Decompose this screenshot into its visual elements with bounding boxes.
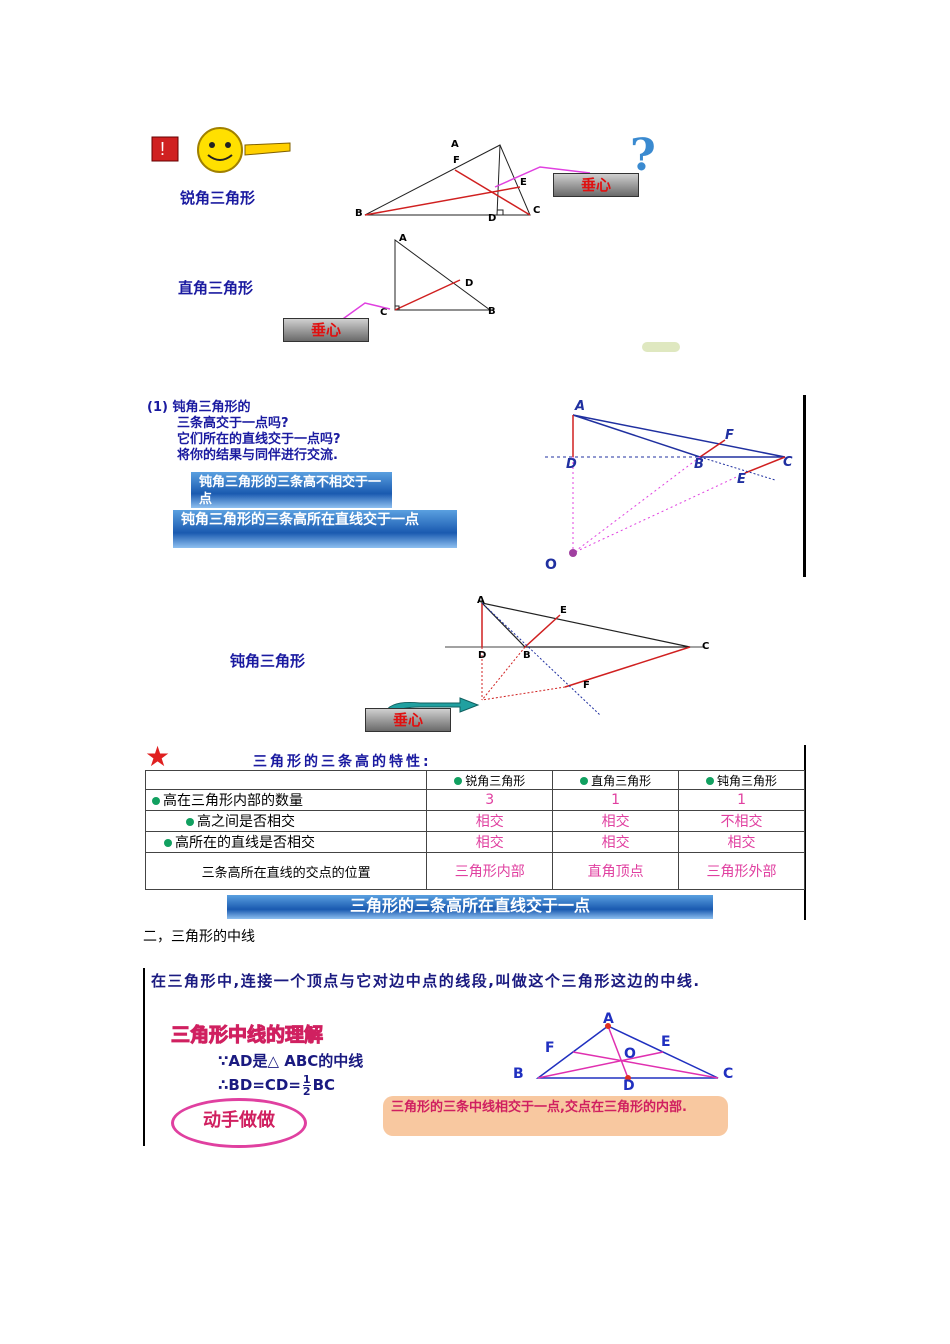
median-point-e: E [661, 1034, 671, 1050]
smiley-hand-icon: ! [151, 127, 291, 173]
median-point-a: A [603, 1011, 614, 1027]
section-acute-right: ! 锐角三角形 A F E B D C 垂心 ? 直角三角形 A D C B 垂… [145, 125, 705, 355]
obtuse1-point-o: O [545, 557, 557, 573]
median-line-1: ∵AD是△ ABC的中线 [218, 1052, 364, 1070]
last-row-label: 三条高所在直线的交点的位置 [144, 852, 428, 890]
table-row: 三条高所在直线的交点的位置 三角形内部 直角顶点 三角形外部 [144, 852, 805, 890]
obtuse2-point-b: B [523, 650, 531, 661]
acute-point-c: C [533, 205, 541, 216]
table-row: 高所在的直线是否相交 相交 相交 相交 [144, 831, 805, 853]
median-definition: 在三角形中,连接一个顶点与它对边中点的线段,叫做这个三角形这边的中线. [151, 972, 701, 990]
obtuse1-point-c: C [783, 455, 793, 470]
acute-triangle-diagram [364, 144, 531, 216]
acute-point-b: B [355, 208, 363, 219]
question-mark-icon: ? [630, 130, 656, 181]
table-row: 高在三角形内部的数量 3 1 1 [144, 789, 805, 811]
acute-point-f: F [453, 155, 460, 166]
acute-point-a: A [451, 139, 459, 150]
line2-suffix: BC [312, 1076, 336, 1094]
fraction-denominator: 2 [302, 1085, 311, 1098]
orthocenter-label-acute: 垂心 [553, 173, 639, 197]
star-icon: ★ [145, 740, 171, 773]
obtuse1-point-a: A [575, 399, 586, 414]
question-line-3: 它们所在的直线交于一点吗? [177, 432, 341, 447]
obtuse2-point-e: E [560, 605, 567, 616]
header-acute: 锐角三角形 [465, 773, 526, 788]
median-point-c: C [723, 1066, 734, 1082]
row-label: 高在三角形内部的数量 [163, 793, 303, 809]
acute-point-d: D [488, 213, 497, 224]
obtuse1-point-f: F [725, 428, 734, 443]
table-cell: 相交 [426, 810, 554, 832]
small-decor-icon [642, 342, 680, 352]
row-label: 高之间是否相交 [197, 814, 295, 830]
median-point-f: F [545, 1040, 555, 1056]
table-cell: 相交 [552, 810, 680, 832]
pointer-line [494, 166, 591, 188]
obtuse1-point-d: D [566, 457, 577, 472]
table-summary-banner: 三角形的三条高所在直线交于一点 [227, 895, 713, 919]
header-obtuse: 钝角三角形 [717, 773, 778, 788]
median-point-b: B [513, 1066, 524, 1082]
altitude-table: 锐角三角形 直角三角形 钝角三角形 高在三角形内部的数量 3 1 1 高之间是否… [144, 770, 805, 890]
obtuse1-point-b: B [694, 457, 704, 472]
obtuse1-point-e: E [737, 472, 746, 487]
obtuse2-point-d: D [478, 650, 487, 661]
section-obtuse-orthocenter: 钝角三角形 A E D B C F 垂心 [145, 595, 807, 740]
question-line-4: 将你的结果与同伴进行交流. [177, 448, 338, 463]
acute-point-e: E [520, 177, 527, 188]
table-cell: 相交 [552, 831, 680, 853]
orthocenter-label-obtuse: 垂心 [365, 708, 451, 732]
line2-prefix: ∴BD=CD= [218, 1076, 301, 1094]
header-right: 直角三角形 [591, 773, 652, 788]
right-triangle-label: 直角三角形 [178, 279, 254, 297]
right-triangle-diagram [394, 239, 492, 311]
table-cell: 相交 [426, 831, 554, 853]
table-cell: 不相交 [678, 810, 805, 832]
section-altitude-table: ★ 三角形的三条高的特性: 锐角三角形 直角三角形 钝角三角形 高在三角形内部的… [143, 740, 807, 923]
fraction-numerator: 1 [302, 1073, 311, 1086]
table-cell: 1 [552, 789, 680, 811]
table-cell: 1 [678, 789, 805, 811]
understanding-title: 三角形中线的理解 [170, 1024, 324, 1047]
question-line-2: 三条高交于一点吗? [177, 416, 289, 431]
conclusion-box: 三角形的三条中线相交于一点,交点在三角形的内部. [383, 1096, 728, 1136]
right-point-b: B [488, 306, 496, 317]
row-label: 高所在的直线是否相交 [175, 835, 315, 851]
table-row: 高之间是否相交 相交 相交 不相交 [144, 810, 805, 832]
question-line-1: (1) 钝角三角形的 [147, 400, 251, 415]
svg-text:!: ! [160, 139, 165, 159]
obtuse-diagram-1 [545, 414, 786, 557]
section-medians: 在三角形中,连接一个顶点与它对边中点的线段,叫做这个三角形这边的中线. 三角形中… [143, 968, 813, 1148]
table-title: 三角形的三条高的特性: [253, 754, 432, 770]
table-cell: 三角形外部 [678, 852, 805, 890]
obtuse2-point-f: F [583, 680, 590, 691]
median-point-d: D [623, 1078, 635, 1094]
right-point-c: C [380, 307, 388, 318]
section-heading: 二，三角形的中线 [143, 929, 255, 945]
obtuse-triangle-label: 钝角三角形 [230, 652, 306, 670]
table-cell: 三角形内部 [426, 852, 554, 890]
table-cell: 直角顶点 [552, 852, 680, 890]
table-header-row: 锐角三角形 直角三角形 钝角三角形 [144, 770, 805, 790]
median-point-o: O [624, 1046, 636, 1062]
right-point-d: D [465, 278, 474, 289]
table-cell: 3 [426, 789, 554, 811]
acute-triangle-label: 锐角三角形 [180, 189, 256, 207]
pointer-line-right [339, 302, 391, 322]
answer-banner-1: 钝角三角形的三条高不相交于一点 [191, 472, 392, 508]
hands-on-badge[interactable]: 动手做做 [171, 1098, 307, 1148]
answer-banner-2: 钝角三角形的三条高所在直线交于一点 [173, 510, 457, 548]
obtuse-diagram-2 [445, 602, 705, 716]
section-obtuse-question: (1) 钝角三角形的 三条高交于一点吗? 它们所在的直线交于一点吗? 将你的结果… [145, 395, 807, 577]
obtuse2-point-c: C [702, 641, 710, 652]
orthocenter-label-right: 垂心 [283, 318, 369, 342]
median-triangle-diagram [535, 1023, 719, 1081]
right-point-a: A [399, 233, 407, 244]
table-cell: 相交 [678, 831, 805, 853]
obtuse2-point-a: A [477, 595, 485, 606]
